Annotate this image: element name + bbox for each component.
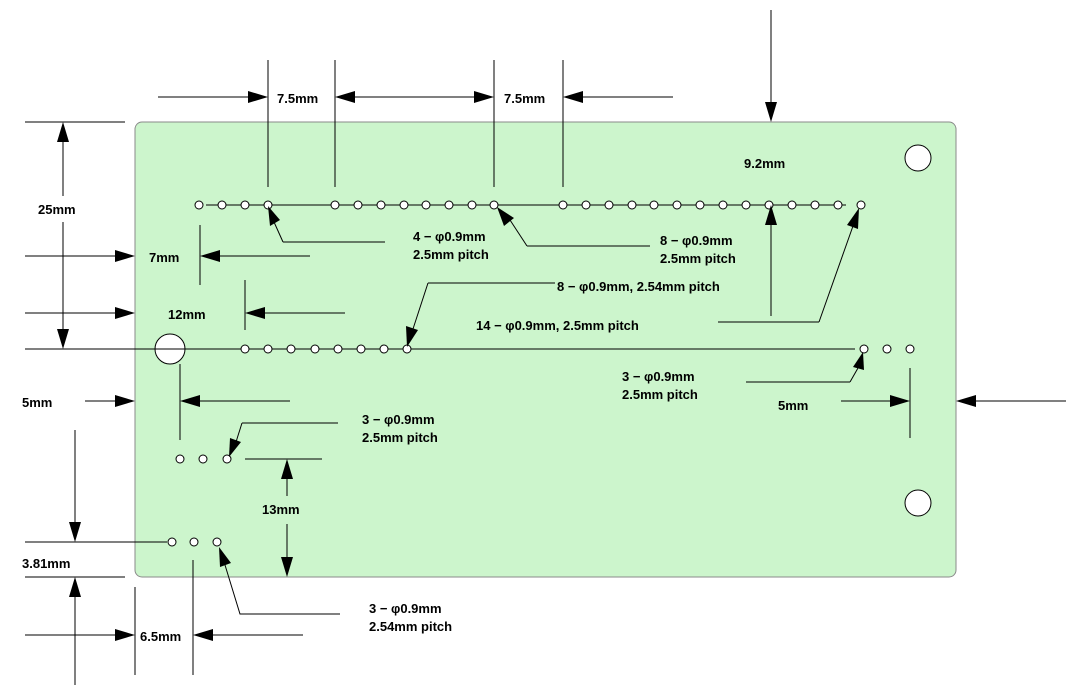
hole-callout-3-right: 3 − φ0.9mm — [622, 369, 695, 384]
top-row-hole — [833, 200, 843, 210]
hole-callout-8a-pitch: 2.5mm pitch — [660, 251, 736, 266]
hole-callout-4-pitch: 2.5mm pitch — [413, 247, 489, 262]
top-row-hole — [787, 200, 797, 210]
top-row-hole — [695, 200, 705, 210]
arrowhead — [180, 395, 200, 407]
top-row-hole — [444, 200, 454, 210]
top-row-hole — [627, 200, 637, 210]
mounting-hole-bottom-right — [904, 489, 932, 517]
hole-callout-3-right-pitch: 2.5mm pitch — [622, 387, 698, 402]
middle-3-hole — [222, 454, 232, 464]
arrowhead — [115, 395, 135, 407]
dim-label-3-81mm: 3.81mm — [22, 556, 70, 571]
dim-label-12mm: 12mm — [168, 307, 206, 322]
arrowhead — [229, 438, 241, 457]
top-row-hole — [263, 200, 273, 210]
arrowhead — [765, 205, 777, 225]
top-row-hole — [649, 200, 659, 210]
top-row-hole — [217, 200, 227, 210]
arrowhead — [956, 395, 976, 407]
dim-label-5mm-left: 5mm — [22, 395, 52, 410]
middle-row-hole — [333, 344, 343, 354]
top-row-hole — [718, 200, 728, 210]
arrowhead — [474, 91, 494, 103]
dim-label-13mm: 13mm — [262, 502, 300, 517]
hole-callout-8a: 8 − φ0.9mm — [660, 233, 733, 248]
arrowhead — [765, 102, 777, 122]
arrowhead — [245, 307, 265, 319]
right-3-hole — [905, 344, 915, 354]
top-row-hole — [353, 200, 363, 210]
arrowhead — [853, 352, 864, 370]
hole-callout-8b: 8 − φ0.9mm, 2.54mm pitch — [557, 279, 720, 294]
dim-label-9-2mm: 9.2mm — [744, 156, 785, 171]
middle-row-hole — [240, 344, 250, 354]
arrowhead — [281, 459, 293, 479]
middle-row-hole — [356, 344, 366, 354]
top-row-hole — [581, 200, 591, 210]
top-row-hole — [421, 200, 431, 210]
top-row-hole — [856, 200, 866, 210]
top-row-hole — [489, 200, 499, 210]
arrowhead — [497, 207, 514, 226]
arrowhead — [219, 547, 231, 567]
top-row-hole — [399, 200, 409, 210]
hole-callout-3-bottom-pitch: 2.54mm pitch — [369, 619, 452, 634]
dim-label-7-5mm-right: 7.5mm — [504, 91, 545, 106]
arrowhead — [890, 395, 910, 407]
dim-label-25mm: 25mm — [38, 202, 76, 217]
top-row-hole — [558, 200, 568, 210]
arrowhead — [563, 91, 583, 103]
hole-callout-3-middle: 3 − φ0.9mm — [362, 412, 435, 427]
arrowhead — [57, 329, 69, 349]
mounting-hole-top-right — [904, 144, 932, 172]
top-row-hole — [741, 200, 751, 210]
bottom-3-hole — [212, 537, 222, 547]
middle-3-hole — [175, 454, 185, 464]
bottom-3-hole — [189, 537, 199, 547]
bottom-3-hole — [167, 537, 177, 547]
top-row-hole — [604, 200, 614, 210]
arrowhead — [281, 557, 293, 577]
hole-callout-4: 4 − φ0.9mm — [413, 229, 486, 244]
top-row-hole — [467, 200, 477, 210]
middle-row-hole — [379, 344, 389, 354]
top-row-hole — [376, 200, 386, 210]
middle-row-hole — [263, 344, 273, 354]
top-row-hole — [240, 200, 250, 210]
arrowhead — [115, 250, 135, 262]
arrowhead — [193, 629, 213, 641]
arrowhead — [406, 326, 418, 347]
middle-row-hole — [310, 344, 320, 354]
arrowhead — [57, 122, 69, 142]
top-row-hole — [330, 200, 340, 210]
arrowhead — [335, 91, 355, 103]
arrowhead — [115, 629, 135, 641]
dim-label-5mm-right: 5mm — [778, 398, 808, 413]
arrowhead — [115, 307, 135, 319]
middle-3-hole — [198, 454, 208, 464]
top-row-hole — [194, 200, 204, 210]
arrowhead — [69, 522, 81, 542]
hole-callout-3-middle-pitch: 2.5mm pitch — [362, 430, 438, 445]
hole-callout-3-bottom: 3 − φ0.9mm — [369, 601, 442, 616]
dim-label-7mm: 7mm — [149, 250, 179, 265]
top-row-hole — [810, 200, 820, 210]
hole-callout-14: 14 − φ0.9mm, 2.5mm pitch — [476, 318, 639, 333]
right-3-hole — [859, 344, 869, 354]
dim-label-7-5mm-left: 7.5mm — [277, 91, 318, 106]
hole-groups — [167, 200, 915, 547]
middle-row-hole — [286, 344, 296, 354]
top-row-hole — [672, 200, 682, 210]
arrowhead — [248, 91, 268, 103]
dim-label-6-5mm: 6.5mm — [140, 629, 181, 644]
arrowhead — [200, 250, 220, 262]
arrowhead — [268, 206, 280, 226]
arrowhead — [847, 208, 859, 229]
right-3-hole — [882, 344, 892, 354]
arrowhead — [69, 577, 81, 597]
